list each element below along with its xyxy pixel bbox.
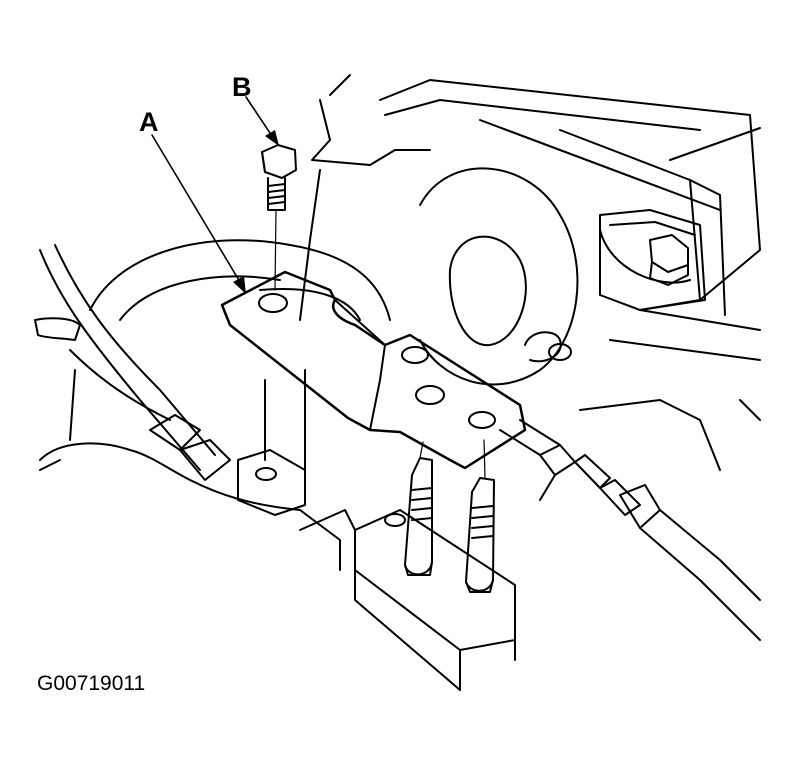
cylinder-bore xyxy=(39,239,391,511)
stud-base xyxy=(299,509,516,691)
mount-boss xyxy=(599,209,706,311)
arrowhead-b xyxy=(265,130,279,146)
bolt-b xyxy=(261,144,297,291)
leader-lines xyxy=(151,96,273,283)
pulley-housing xyxy=(419,167,579,386)
label-b: B xyxy=(232,72,252,102)
lower-body xyxy=(39,459,341,571)
bracket-a xyxy=(220,270,527,470)
right-hose xyxy=(499,419,761,641)
arrowhead-a xyxy=(233,276,246,294)
figure-code: G00719011 xyxy=(37,672,145,695)
lower-pad xyxy=(237,449,306,516)
studs xyxy=(404,439,495,593)
label-a: A xyxy=(139,107,159,137)
left-hose xyxy=(34,244,231,481)
engine-block xyxy=(299,74,761,471)
